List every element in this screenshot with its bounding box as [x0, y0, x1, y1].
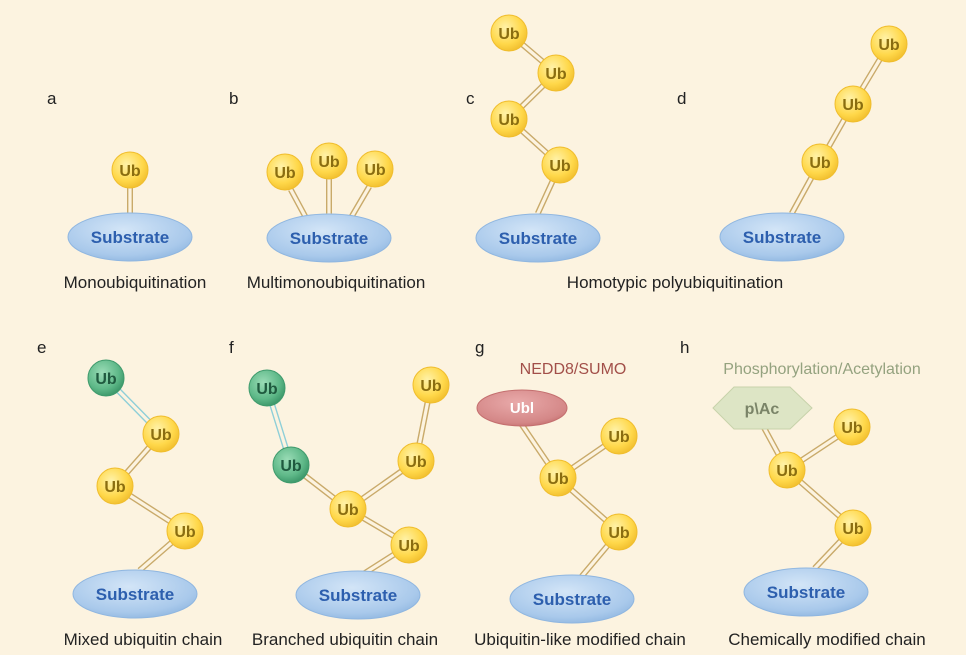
caption-a: Monoubiquitination — [64, 273, 207, 292]
texts-layer: a b c d e f g h Monoubiquitination Multi… — [37, 89, 926, 649]
ub-b-2-label: Ub — [318, 154, 340, 171]
ub-d-1-label: Ub — [878, 37, 900, 54]
ub-f-4: Ub — [397, 442, 435, 480]
ub-c-4: Ub — [541, 146, 579, 184]
ub-e-1: Ub — [87, 359, 125, 397]
panel-letter-d: d — [677, 89, 686, 108]
ub-g-2-label: Ub — [547, 471, 569, 488]
substrate-a-label: Substrate — [91, 228, 169, 247]
substrate-d: Substrate — [719, 212, 845, 262]
pac-h-label: p\Ac — [745, 401, 780, 418]
substrate-f-label: Substrate — [319, 586, 397, 605]
ub-f-1-label: Ub — [256, 381, 278, 398]
caption-g: Ubiquitin-like modified chain — [474, 630, 686, 649]
linker-b-2 — [326, 178, 332, 214]
ub-f-3: Ub — [412, 366, 450, 404]
ub-e-4-label: Ub — [174, 524, 196, 541]
substrate-d-label: Substrate — [743, 228, 821, 247]
linker-b-1 — [288, 188, 308, 218]
ub-c-3: Ub — [490, 100, 528, 138]
ubl-g-label: Ubl — [510, 400, 534, 417]
ub-h-1: Ub — [833, 408, 871, 446]
caption-e: Mixed ubiquitin chain — [64, 630, 223, 649]
modifier-label-g: NEDD8/SUMO — [520, 361, 627, 378]
substrate-c-label: Substrate — [499, 229, 577, 248]
ubl-g: Ubl — [476, 389, 568, 427]
ub-h-2: Ub — [768, 451, 806, 489]
ub-b-1-label: Ub — [274, 165, 296, 182]
ub-f-3-label: Ub — [420, 378, 442, 395]
ub-e-1-label: Ub — [95, 371, 117, 388]
substrate-g: Substrate — [509, 574, 635, 624]
substrate-f: Substrate — [295, 570, 421, 620]
ub-g-3-label: Ub — [608, 525, 630, 542]
ub-g-1-label: Ub — [608, 429, 630, 446]
ub-e-2: Ub — [142, 415, 180, 453]
ub-f-4-label: Ub — [405, 454, 427, 471]
ub-g-2: Ub — [539, 459, 577, 497]
ub-g-3: Ub — [600, 513, 638, 551]
ub-b-3: Ub — [356, 150, 394, 188]
ub-f-6: Ub — [390, 526, 428, 564]
ub-h-3-label: Ub — [842, 521, 864, 538]
ub-g-1: Ub — [600, 417, 638, 455]
ub-d-2: Ub — [834, 85, 872, 123]
ub-d-3: Ub — [801, 143, 839, 181]
pac-h: p\Ac — [712, 386, 813, 430]
ub-d-1: Ub — [870, 25, 908, 63]
ub-c-2: Ub — [537, 54, 575, 92]
ub-c-2-label: Ub — [545, 66, 567, 83]
ub-h-2-label: Ub — [776, 463, 798, 480]
substrate-g-label: Substrate — [533, 590, 611, 609]
substrate-c: Substrate — [475, 213, 601, 263]
ub-e-3: Ub — [96, 467, 134, 505]
substrate-b-label: Substrate — [290, 229, 368, 248]
substrate-a: Substrate — [67, 212, 193, 262]
substrate-e: Substrate — [72, 569, 198, 619]
ub-d-3-label: Ub — [809, 155, 831, 172]
substrate-b: Substrate — [266, 213, 392, 263]
ub-b-3-label: Ub — [364, 162, 386, 179]
ub-f-6-label: Ub — [398, 538, 420, 555]
ub-c-1: Ub — [490, 14, 528, 52]
ub-f-2-label: Ub — [280, 458, 302, 475]
panel-letter-b: b — [229, 89, 238, 108]
ub-h-1-label: Ub — [841, 420, 863, 437]
caption-cd: Homotypic polyubiquitination — [567, 273, 783, 292]
panel-letter-f: f — [229, 338, 234, 357]
modifier-label-h: Phosphorylation/Acetylation — [723, 361, 920, 378]
substrate-h-label: Substrate — [767, 583, 845, 602]
ub-h-3: Ub — [834, 509, 872, 547]
ub-b-2: Ub — [310, 142, 348, 180]
ub-e-3-label: Ub — [104, 479, 126, 496]
ub-f-5: Ub — [329, 490, 367, 528]
linker-a-1 — [126, 187, 134, 214]
ub-e-2-label: Ub — [150, 427, 172, 444]
ub-a-1-label: Ub — [119, 163, 141, 180]
panel-letter-e: e — [37, 338, 46, 357]
ub-a-1: Ub — [111, 151, 149, 189]
panel-letter-c: c — [466, 89, 475, 108]
panel-letter-g: g — [475, 338, 484, 357]
ub-c-1-label: Ub — [498, 26, 520, 43]
ub-f-5-label: Ub — [337, 502, 359, 519]
ub-c-3-label: Ub — [498, 112, 520, 129]
substrate-e-label: Substrate — [96, 585, 174, 604]
caption-h: Chemically modified chain — [728, 630, 925, 649]
ub-e-4: Ub — [166, 512, 204, 550]
panel-letter-h: h — [680, 338, 689, 357]
ub-f-2: Ub — [272, 446, 310, 484]
panel-letter-a: a — [47, 89, 57, 108]
substrate-h: Substrate — [743, 567, 869, 617]
linker-b-3 — [349, 185, 372, 218]
ub-f-1: Ub — [248, 369, 286, 407]
ub-c-4-label: Ub — [549, 158, 571, 175]
caption-b: Multimonoubiquitination — [247, 273, 426, 292]
ub-b-1: Ub — [266, 153, 304, 191]
ub-d-2-label: Ub — [842, 97, 864, 114]
caption-f: Branched ubiquitin chain — [252, 630, 438, 649]
